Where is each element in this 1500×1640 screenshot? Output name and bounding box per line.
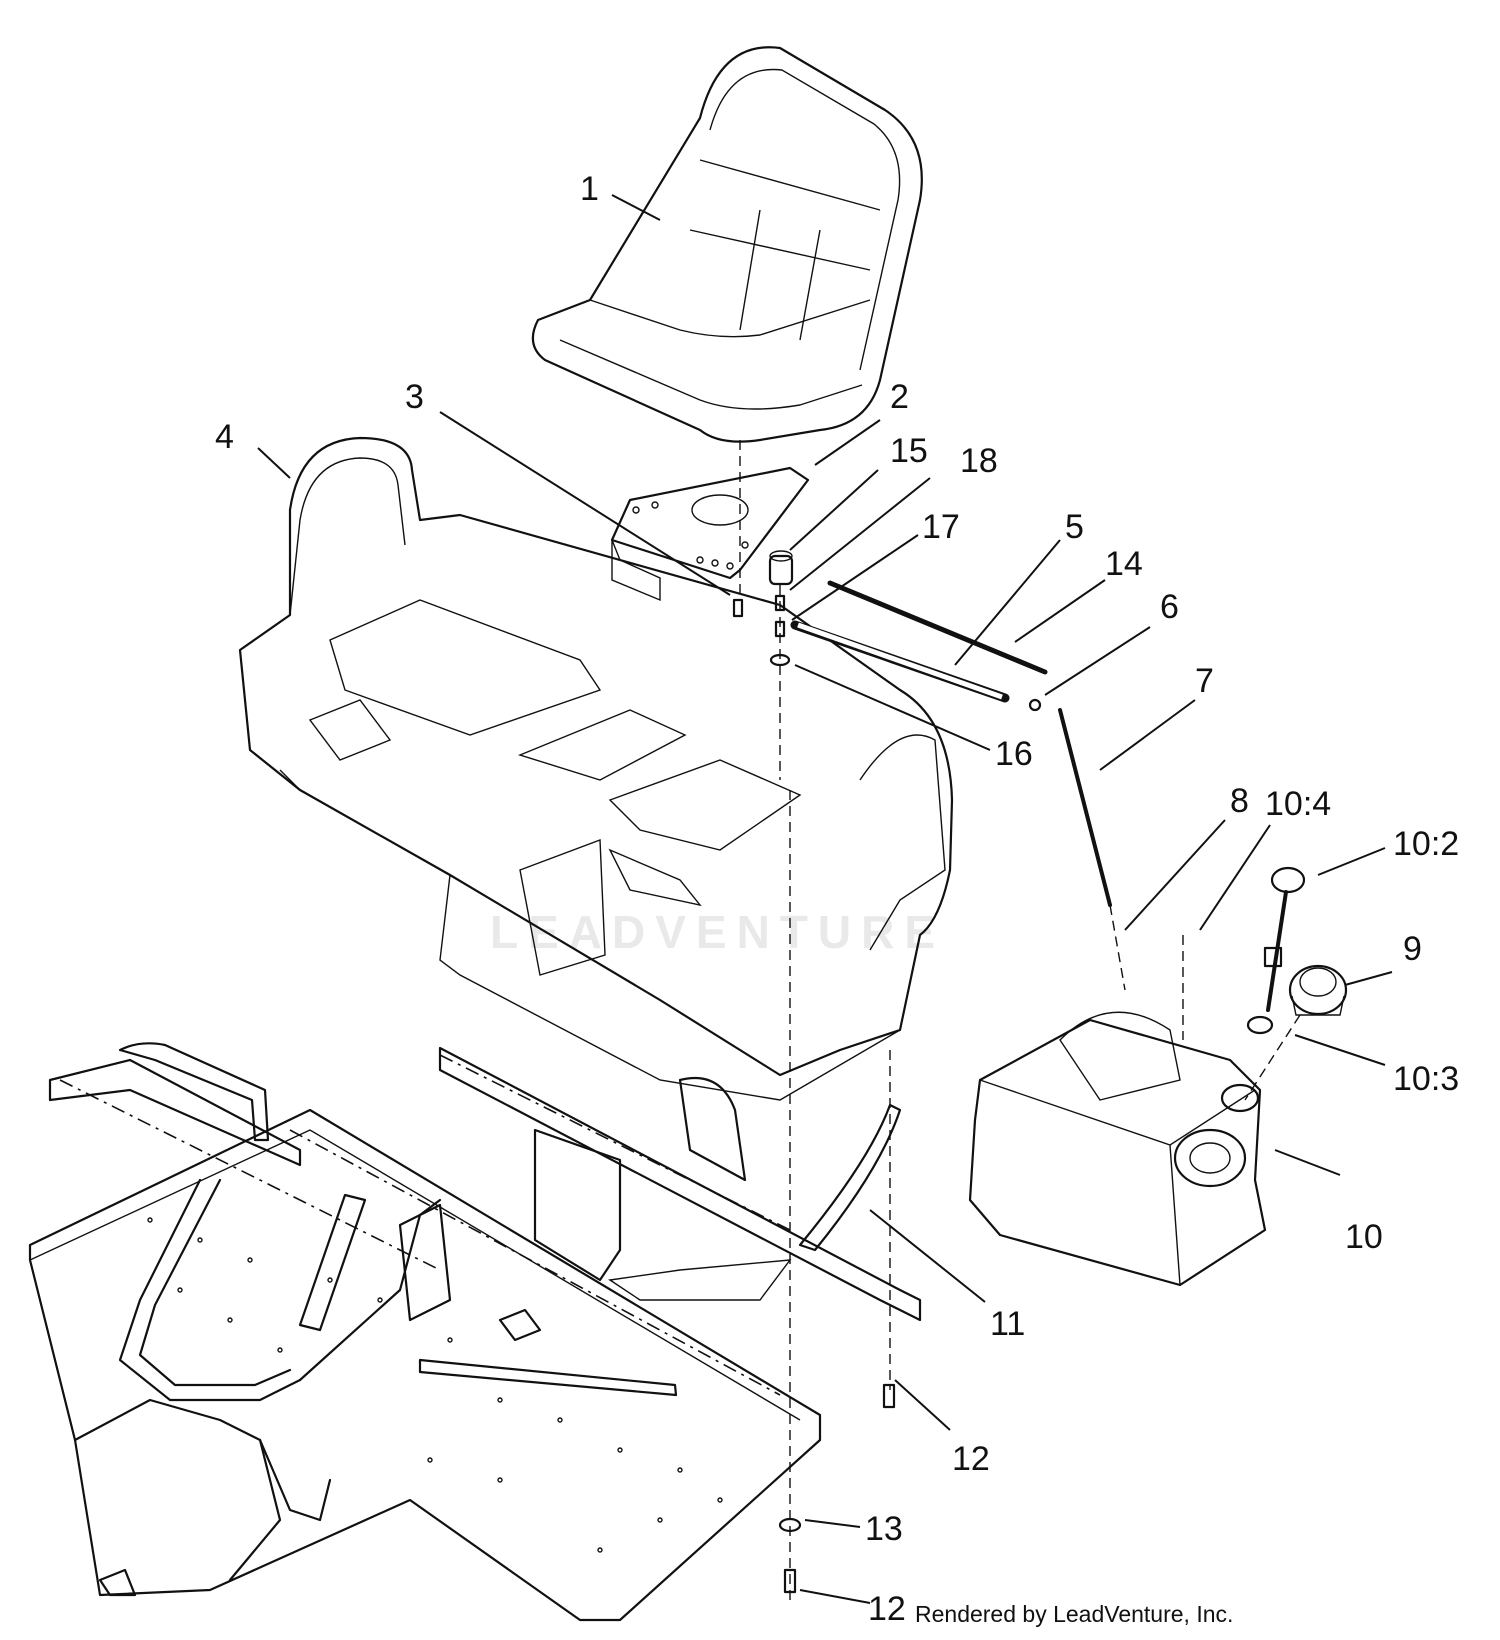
callout-17: 17: [922, 508, 960, 546]
rod-assembly-part: [790, 580, 1126, 991]
callout-4: 4: [215, 418, 234, 456]
callout-12-upper: 12: [952, 1440, 990, 1478]
callout-labels: 1 2 3 4 5 6 7 8 9 10 10:2 10:3 10:4 11 1…: [215, 170, 1459, 1628]
callout-10-2: 10:2: [1393, 825, 1459, 863]
seat-part: [531, 46, 923, 443]
fasteners-lower: [778, 1383, 896, 1594]
callout-8: 8: [1230, 782, 1249, 820]
callout-10: 10: [1345, 1218, 1383, 1256]
hardware-group: [732, 440, 794, 780]
leader-lines: [257, 194, 1393, 1604]
callout-10-3: 10:3: [1393, 1060, 1459, 1098]
support-bracket-part: [438, 1046, 922, 1322]
render-credit: Rendered by LeadVenture, Inc.: [915, 1601, 1233, 1627]
callout-15: 15: [890, 432, 928, 470]
callout-7: 7: [1195, 662, 1214, 700]
fender-pan-part: [238, 436, 954, 1101]
fuel-tank-part: [968, 935, 1267, 1287]
seat-plate-part: [610, 466, 810, 602]
callout-10-4: 10:4: [1265, 785, 1331, 823]
callout-9: 9: [1403, 930, 1422, 968]
frame-part: [28, 1042, 822, 1622]
callout-5: 5: [1065, 508, 1084, 546]
callout-1: 1: [580, 170, 599, 208]
callout-14: 14: [1105, 545, 1143, 583]
callout-13: 13: [865, 1510, 903, 1548]
fuel-cap-part: [1244, 866, 1348, 1101]
callout-11: 11: [990, 1305, 1025, 1343]
callout-3: 3: [405, 378, 424, 416]
callout-12-lower: 12: [868, 1590, 906, 1628]
centerlines: [59, 790, 891, 1600]
watermark-text: LEADVENTURE: [490, 906, 945, 958]
callout-18: 18: [960, 442, 998, 480]
callout-6: 6: [1160, 588, 1179, 626]
callout-2: 2: [890, 378, 909, 416]
callout-16: 16: [995, 735, 1033, 773]
